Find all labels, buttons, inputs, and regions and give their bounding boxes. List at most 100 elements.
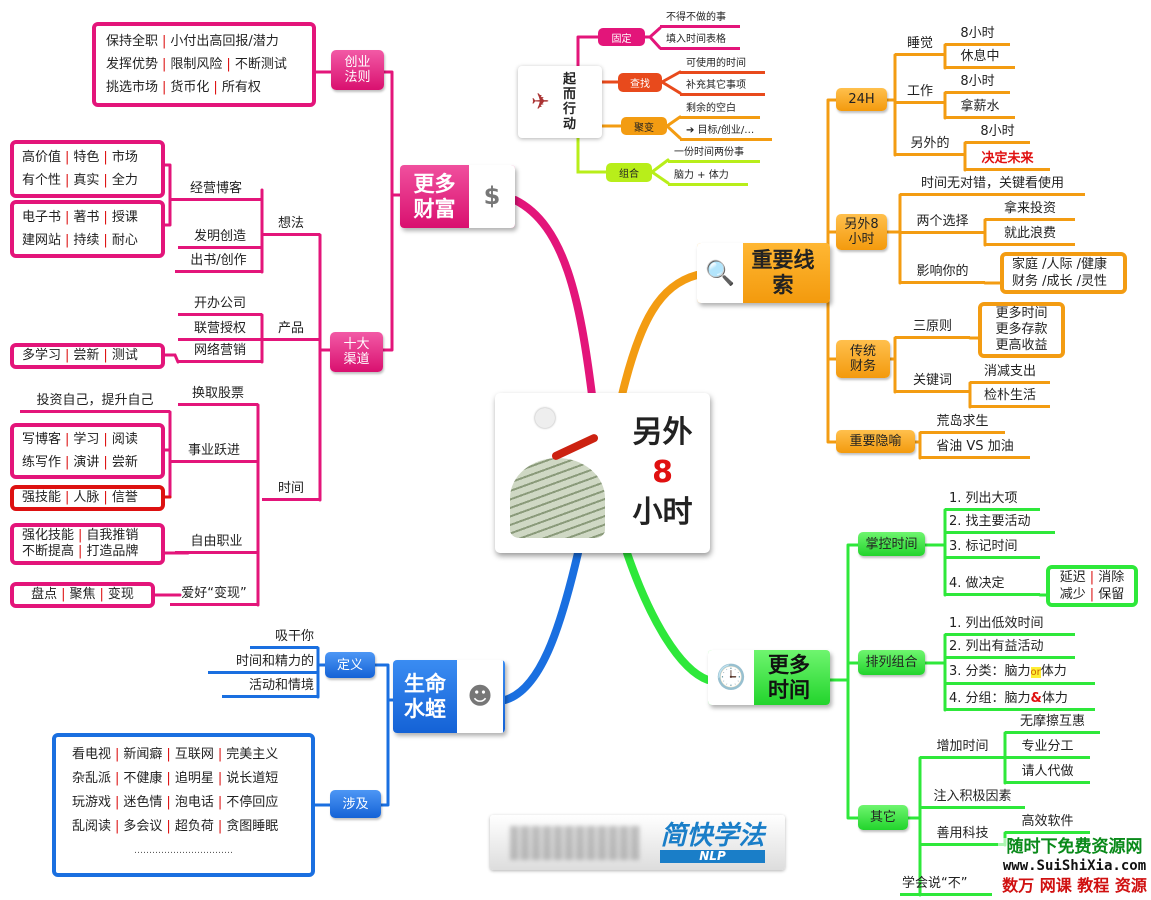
node-arrange[interactable]: 排列组合 [858, 650, 925, 675]
freelance-box: 强化技能|自我推销 不断提高|打造品牌 [10, 523, 165, 565]
node-fusion[interactable]: 聚变 [621, 117, 667, 135]
step: 4. 做决定 [945, 576, 1040, 596]
node-combine[interactable]: 组合 [606, 163, 652, 182]
separator: | [115, 795, 120, 810]
node-metaphor[interactable]: 重要隐喻 [836, 430, 915, 453]
separator: | [65, 210, 70, 225]
box-row: 有个性|真实|全力 [22, 173, 138, 188]
branch-franchise[interactable]: 联营授权 [178, 321, 262, 341]
node-ten-channels[interactable]: 十大渠道 [330, 332, 383, 372]
rules-row: 挑选市场|货币化|所有权 [106, 80, 261, 95]
watermark-line: 数万 网课 教程 资源 [1002, 876, 1147, 895]
topic-more-time-label: 更多时间 [768, 652, 810, 702]
separator: | [166, 771, 171, 786]
node-control-time[interactable]: 掌控时间 [858, 532, 925, 556]
branch-invest-self[interactable]: 投资自己，提升自己 [20, 393, 170, 413]
separator: | [65, 173, 70, 188]
branch-career-leap[interactable]: 事业跃进 [170, 443, 258, 463]
branch-ideas[interactable]: 想法 [262, 216, 320, 236]
separator: | [115, 747, 120, 762]
branch-work[interactable]: 工作 [895, 84, 945, 104]
branch-online-marketing[interactable]: 网络营销 [178, 343, 262, 363]
separator: | [65, 455, 70, 470]
branch-three-principles[interactable]: 三原则 [895, 319, 970, 339]
separator: | [103, 150, 108, 165]
action-sub: 不得不做的事 [660, 12, 740, 28]
box-row: 杂乱派|不健康|追明星|说长道短 [72, 771, 279, 786]
topic-life-leech-label: 生命水蛭 [404, 671, 446, 721]
topic-life-leech[interactable]: 生命水蛭 ☻ [393, 660, 505, 733]
leaf: 无摩擦互惠 [1005, 714, 1100, 734]
box-row: 玩游戏|迷色情|泡电话|不停回应 [72, 795, 279, 810]
flying-figure-icon: ✈ [531, 89, 550, 115]
separator: | [103, 432, 108, 447]
node-involves[interactable]: 涉及 [330, 790, 381, 818]
node-traditional-finance[interactable]: 传统财务 [836, 340, 890, 378]
separator: | [61, 587, 66, 602]
central-title-number: 8 [652, 455, 673, 490]
branch-hobby[interactable]: 爱好“变现” [170, 586, 258, 606]
box-row: 更高收益 [995, 338, 1048, 353]
node-24h[interactable]: 24H [836, 88, 887, 111]
or-highlight: or [1030, 667, 1041, 678]
separator: | [1089, 587, 1095, 602]
branch-other[interactable]: 另外的 [895, 136, 965, 156]
separator: | [166, 795, 171, 810]
rules-box: 保持全职|小付出高回报/潜力 发挥优势|限制风险|不断测试 挑选市场|货币化|所… [92, 22, 316, 107]
branch-stock[interactable]: 换取股票 [178, 386, 258, 406]
node-extra-8h[interactable]: 另外8小时 [836, 214, 887, 250]
node-other[interactable]: 其它 [858, 805, 908, 830]
rules-row: 发挥优势|限制风险|不断测试 [106, 57, 287, 72]
branch-freelance[interactable]: 自由职业 [175, 534, 258, 554]
node-business-rules[interactable]: 创业法则 [331, 50, 384, 90]
node-definition[interactable]: 定义 [325, 652, 375, 678]
separator: | [65, 233, 70, 248]
topic-more-wealth[interactable]: 更多财富 $ [400, 165, 515, 228]
topic-more-time[interactable]: 🕒 更多时间 [708, 650, 830, 705]
separator: | [162, 80, 167, 95]
separator: | [217, 795, 223, 810]
separator: | [162, 34, 167, 49]
hobby-box: 盘点|聚焦|变现 [10, 582, 155, 608]
principles-box: 更多时间 更多存款 更高收益 [978, 302, 1065, 358]
branch-time[interactable]: 时间 [262, 481, 320, 501]
node-find[interactable]: 查找 [618, 73, 662, 92]
branch-start-company[interactable]: 开办公司 [178, 296, 262, 316]
central-topic[interactable]: 另外 8 小时 [495, 393, 710, 553]
branch-tech[interactable]: 善用科技 [920, 826, 1005, 846]
step: 3. 标记时间 [945, 539, 1040, 559]
separator: | [115, 819, 120, 834]
box-row: 乱阅读|多会议|超负荷|贪图睡眠 [72, 819, 279, 834]
step: 1. 列出低效时间 [945, 616, 1075, 636]
career-box: 写博客|学习|阅读 练写作|演讲|尝新 [10, 423, 165, 479]
branch-affects[interactable]: 影响你的 [900, 264, 985, 284]
step: 2. 找主要活动 [945, 514, 1055, 534]
separator: | [103, 210, 108, 225]
action-sub: 填入时间表格 [660, 34, 740, 50]
clock-icon: 🕒 [708, 650, 754, 705]
node-fixed[interactable]: 固定 [598, 28, 645, 46]
step-text: 体力 [1040, 664, 1067, 679]
branch-product[interactable]: 产品 [262, 321, 320, 341]
topic-key-clues[interactable]: 🔍 重要线索 [697, 243, 830, 303]
branch-two-choices[interactable]: 两个选择 [900, 214, 985, 234]
leaf: 8小时 [945, 26, 1010, 46]
branch-invent[interactable]: 发明创造 [178, 229, 262, 249]
branch-write-book[interactable]: 出书/创作 [175, 253, 262, 273]
separator: | [1089, 570, 1095, 585]
central-title-line3: 小时 [632, 495, 693, 530]
leaf: 检朴生活 [970, 388, 1050, 408]
leaf: 专业分工 [1005, 739, 1090, 759]
leaf-decide-future: 决定未来 [965, 151, 1050, 171]
step: 2. 列出有益活动 [945, 639, 1075, 659]
separator: | [103, 490, 108, 505]
branch-keywords[interactable]: 关键词 [895, 373, 970, 393]
separator: | [162, 57, 167, 72]
separator: | [166, 819, 171, 834]
figure-icon: ☻ [457, 660, 503, 733]
step-group: 4. 分组：脑力&体力 [945, 691, 1095, 711]
branch-sleep[interactable]: 睡觉 [895, 36, 945, 56]
branch-blog[interactable]: 经营博客 [170, 181, 262, 201]
action-card[interactable]: ✈ 起而行动 [518, 66, 602, 138]
branch-add-time[interactable]: 增加时间 [920, 739, 1005, 759]
